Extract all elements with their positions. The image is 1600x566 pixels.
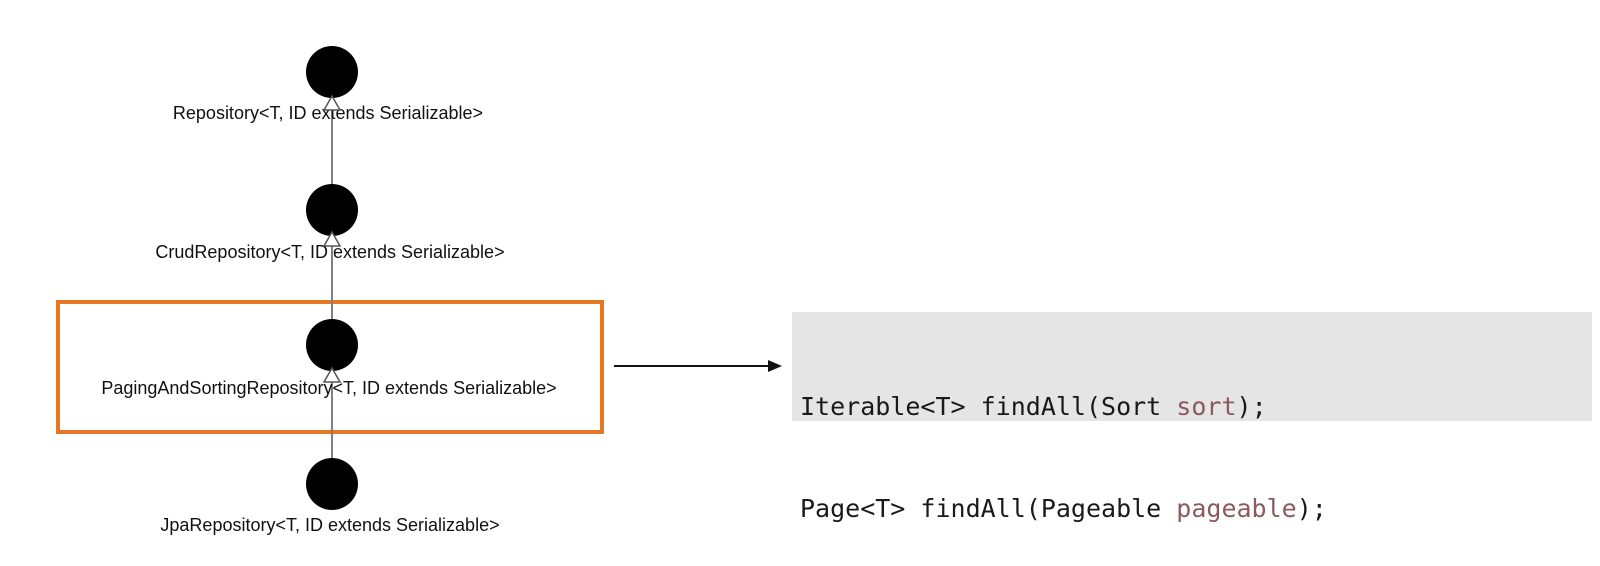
- node-label: JpaRepository<T, ID extends Serializable…: [160, 515, 499, 535]
- node-dot: [306, 458, 358, 510]
- code-text: Page<T> findAll(Pageable: [800, 494, 1177, 523]
- code-param: pageable: [1176, 494, 1297, 523]
- node-dot: [306, 319, 358, 371]
- highlight-box: [56, 300, 604, 434]
- node-label: CrudRepository<T, ID extends Serializabl…: [155, 242, 504, 262]
- inheritance-arrow-icon: [322, 94, 342, 111]
- code-line-find-all-sort: Iterable<T> findAll(Sort sort);: [800, 390, 1592, 424]
- node-jpa-repository: JpaRepository<T, ID extends Serializable…: [160, 458, 500, 535]
- inheritance-arrow-icon: [322, 230, 342, 247]
- node-label: PagingAndSortingRepository<T, ID extends…: [101, 378, 556, 398]
- node-repository: Repository<T, ID extends Serializable>: [173, 46, 483, 123]
- code-text: );: [1236, 392, 1267, 421]
- arrowhead-icon: [768, 360, 782, 372]
- node-crud-repository: CrudRepository<T, ID extends Serializabl…: [155, 184, 505, 262]
- code-text: );: [1296, 494, 1327, 523]
- node-paging-and-sorting-repository: PagingAndSortingRepository<T, ID extends…: [101, 319, 557, 398]
- code-panel: Iterable<T> findAll(Sort sort); Page<T> …: [792, 312, 1592, 523]
- inheritance-arrow-icon: [322, 366, 342, 383]
- pointer-arrow: [614, 360, 782, 372]
- node-label: Repository<T, ID extends Serializable>: [173, 103, 483, 123]
- code-line-find-all-pageable: Page<T> findAll(Pageable pageable);: [800, 492, 1592, 526]
- code-text: Iterable<T> findAll(Sort: [800, 392, 1177, 421]
- code-param: sort: [1176, 392, 1237, 421]
- node-dot: [306, 46, 358, 98]
- node-dot: [306, 184, 358, 236]
